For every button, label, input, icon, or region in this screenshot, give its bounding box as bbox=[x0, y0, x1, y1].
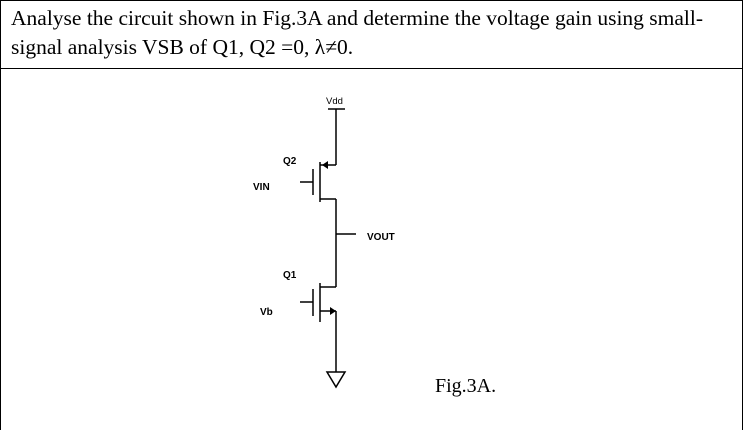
vb-label: Vb bbox=[260, 307, 273, 318]
figure-caption: Fig.3A. bbox=[435, 375, 497, 397]
vdd-label: Vdd bbox=[326, 96, 343, 107]
q2-source-arrow bbox=[322, 161, 328, 169]
q1-label: Q1 bbox=[283, 270, 297, 281]
q1-source-arrow bbox=[330, 307, 336, 315]
question-text: Analyse the circuit shown in Fig.3A and … bbox=[11, 6, 704, 59]
ground-triangle bbox=[325, 371, 347, 389]
q2-label: Q2 bbox=[283, 156, 297, 167]
vout-label: VOUT bbox=[367, 232, 395, 243]
question-box: Analyse the circuit shown in Fig.3A and … bbox=[1, 1, 742, 69]
vin-label: VIN bbox=[253, 182, 270, 193]
